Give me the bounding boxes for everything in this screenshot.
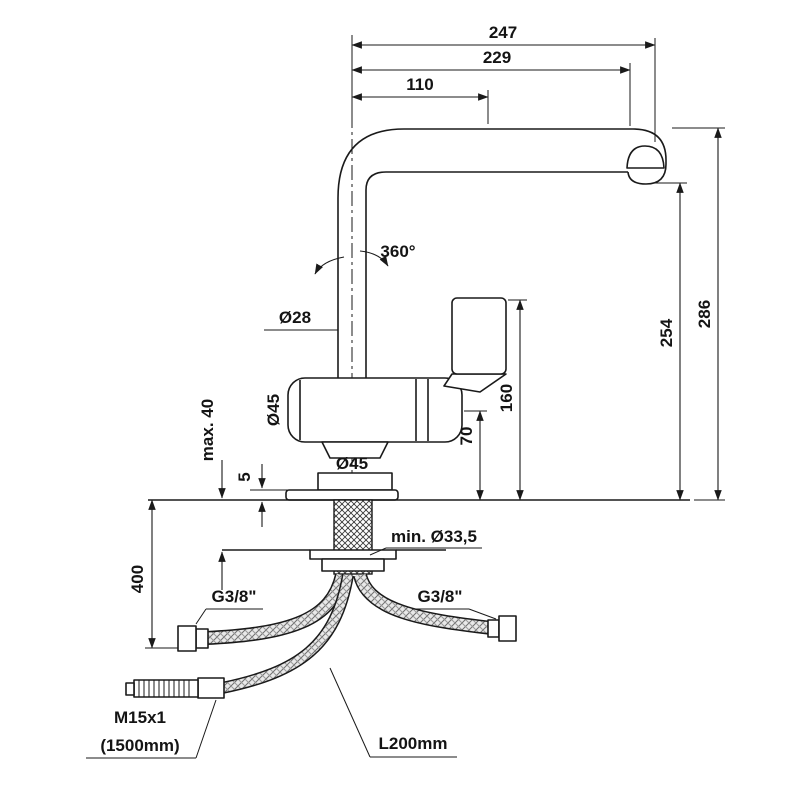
body-diameter-label: Ø45	[264, 394, 283, 426]
max-deck-thickness-label: max. 40	[198, 399, 217, 461]
clearance-below-label: 400	[128, 565, 147, 593]
overall-height-label: 286	[695, 300, 714, 328]
label-leader-lines	[86, 329, 497, 759]
supply-hose-right	[353, 572, 517, 642]
pull-out-spray-head	[626, 145, 665, 169]
worktop-lines	[148, 499, 690, 551]
spout-diameter-label: Ø28	[279, 308, 311, 327]
supply-hose-left	[177, 573, 349, 652]
mixer-body	[287, 377, 463, 443]
min-hole-diameter-label: min. Ø33,5	[391, 527, 477, 546]
spray-hose-thread-label: M15x1	[114, 708, 166, 727]
lever-handle	[443, 297, 507, 393]
base-plate-height-label: 5	[235, 472, 254, 481]
dim-label-overall-width: 247	[489, 23, 517, 42]
faucet-spout-outline	[337, 128, 667, 378]
outlet-height-label: 254	[657, 318, 676, 347]
swivel-rotation-arrows	[314, 250, 389, 275]
handle-height-label: 160	[497, 384, 516, 412]
threaded-shank	[309, 499, 397, 575]
dimension-lines	[145, 38, 725, 649]
pull-out-spray-hose	[125, 573, 354, 699]
base-cone-and-flange	[285, 441, 399, 501]
dim-label-width-to-head: 229	[483, 48, 511, 67]
spray-hose-length-label: (1500mm)	[100, 736, 179, 755]
left-supply-thread-label: G3/8"	[212, 587, 257, 606]
swivel-angle-label: 360°	[380, 242, 415, 261]
dim-label-width-to-handle: 110	[406, 75, 433, 94]
spout-axis-height-label: 70	[457, 427, 476, 446]
base-diameter-label: Ø45	[336, 454, 368, 473]
supply-hose-length-label: L200mm	[379, 734, 448, 753]
right-supply-thread-label: G3/8"	[418, 587, 463, 606]
